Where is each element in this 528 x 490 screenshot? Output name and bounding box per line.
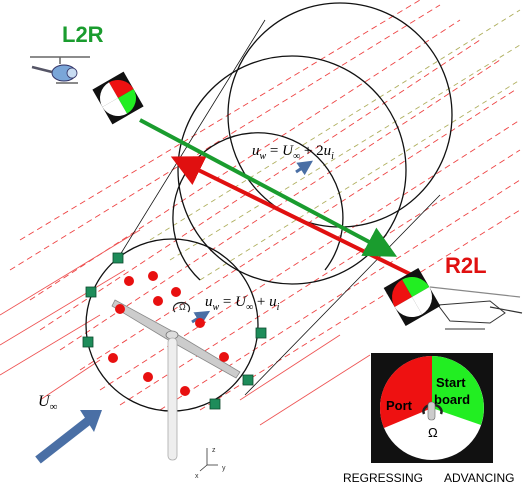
probe-point [108,353,118,363]
probe-point [219,352,229,362]
probe-point [124,276,134,286]
legend-starboard-sector [432,356,484,425]
rim-marker [85,286,97,298]
rotation-legend: Port Start board Ω [371,353,493,463]
wake-velocity-equation: uw = U∞ + 2ui [252,143,334,162]
streamline [159,179,521,411]
legend-starboard-label-2: board [434,392,470,407]
streamline [19,0,421,241]
svg-text:Ω: Ω [179,302,186,312]
r2l-rotor-marker [383,267,441,327]
axis-y: y [222,465,226,472]
probe-point [180,386,190,396]
legend-omega: Ω [428,425,438,440]
l2r-arrow [139,118,398,257]
rotor-velocity-equation: uw = U∞ + ui [205,294,280,313]
r2l-arrow [170,156,413,277]
legend-hub [427,401,436,421]
legend-starboard-label-1: Start [436,375,466,390]
streamline [79,89,516,371]
probe-point [148,271,158,281]
probe-point [115,304,125,314]
svg-text:uw = U∞ + 2ui: uw = U∞ + 2ui [252,143,334,162]
r2l-label: R2L [445,253,487,278]
wake-velocity-arrow [295,160,313,176]
streamline [59,59,501,351]
freestream-line [239,334,341,401]
streamline [169,44,521,261]
l2r-label: L2R [62,22,104,47]
probe-points [108,271,229,396]
freestream-arrow [35,417,91,464]
rotor-mast [167,337,178,461]
wake-streamlines [9,0,521,411]
streamline [9,4,441,271]
freestream-line [0,269,126,346]
streamline [119,149,521,406]
probe-point [143,372,153,382]
advancing-label: ADVANCING [444,471,514,485]
wake-envelope [119,19,266,256]
wake-sections [85,2,453,412]
helicopter-right-icon [429,286,523,330]
freestream-arrowhead [80,410,102,432]
freestream-lines [0,229,371,426]
svg-text:uw = U∞ + ui: uw = U∞ + ui [205,294,280,313]
probe-point [195,318,205,328]
rim-marker [209,398,221,410]
streamline [149,9,521,241]
rotation-arrow-icon: Ω [172,301,191,313]
axis-x: x [195,473,199,480]
rim-marker [255,327,267,339]
rim-markers [82,252,267,410]
helicopter-left-icon [30,56,90,84]
freestream-line [0,314,101,376]
freestream-line [259,354,371,426]
rim-marker [242,374,254,386]
rotor-velocity-arrow [191,310,211,326]
freestream-line [0,229,141,316]
rim-marker [82,336,94,348]
wake-envelope [244,194,441,396]
legend-port-sector [380,356,432,428]
legend-port-label: Port [386,398,413,413]
coordinate-axes [199,448,218,472]
freestream-line [39,359,101,401]
axis-z: z [212,447,216,454]
regressing-label: REGRESSING [343,471,423,485]
rim-marker [112,252,124,264]
wake-section-near [172,132,344,281]
probe-point [153,296,163,306]
probe-point [171,287,181,297]
freestream-label: U∞ [38,393,58,413]
l2r-rotor-marker [92,71,144,125]
